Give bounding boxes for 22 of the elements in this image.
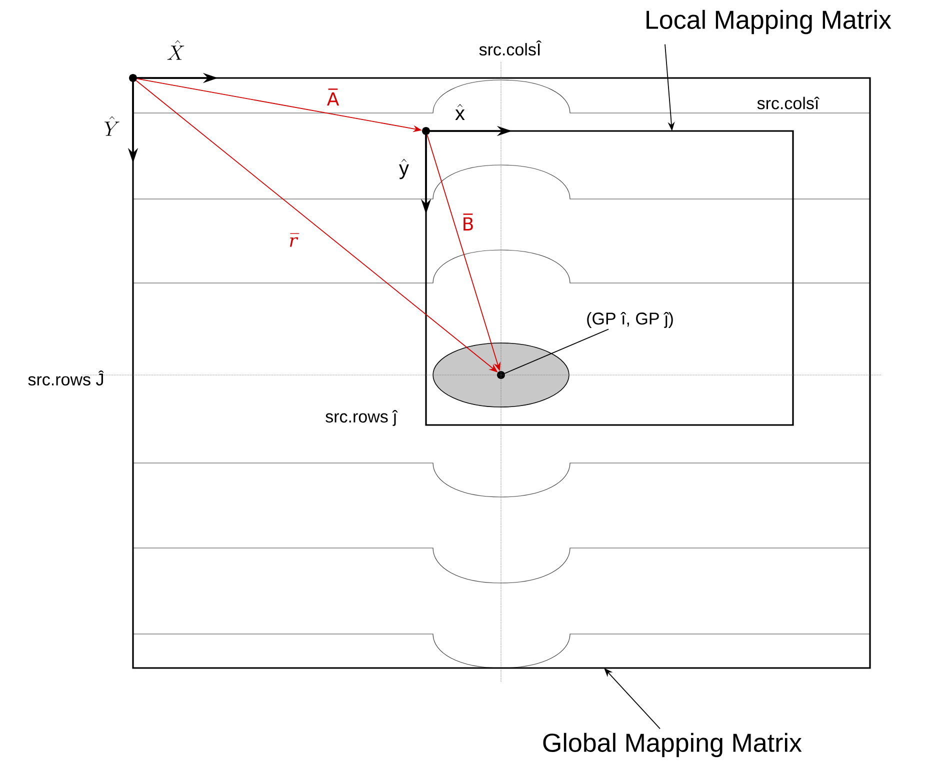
- dimension-label: src.rows ĵ: [326, 410, 398, 426]
- callout-text: (GP î, GP ĵ): [587, 312, 673, 328]
- dimension-label: src.colsî: [757, 96, 820, 110]
- callout-text: Local Mapping Matrix: [646, 10, 892, 34]
- origin-dot: [422, 127, 430, 135]
- point-dot: [497, 371, 505, 379]
- leader-line: [604, 668, 660, 730]
- edge-label: r̅: [290, 233, 300, 247]
- callout-text: Global Mapping Matrix: [543, 732, 802, 758]
- dimension-label: src.rows Ĵ: [28, 370, 104, 386]
- axis-label: $\hat{\mathrm{x}}$: [455, 104, 465, 120]
- matrix-box: [425, 130, 794, 426]
- edge-label: A̅: [326, 88, 340, 106]
- edge-label: B̅: [463, 214, 473, 230]
- dimension-label: src.colsÎ: [479, 40, 542, 56]
- origin-dot: [129, 74, 137, 82]
- axis-label: $\hat{X}$: [167, 40, 184, 60]
- axis-label: $\hat{\mathrm{y}}$: [399, 158, 409, 180]
- leader-line: [504, 328, 609, 374]
- matrix-box: [132, 77, 871, 669]
- axis-label: $\hat{Y}$: [104, 116, 120, 136]
- ellipse-region: [432, 342, 570, 408]
